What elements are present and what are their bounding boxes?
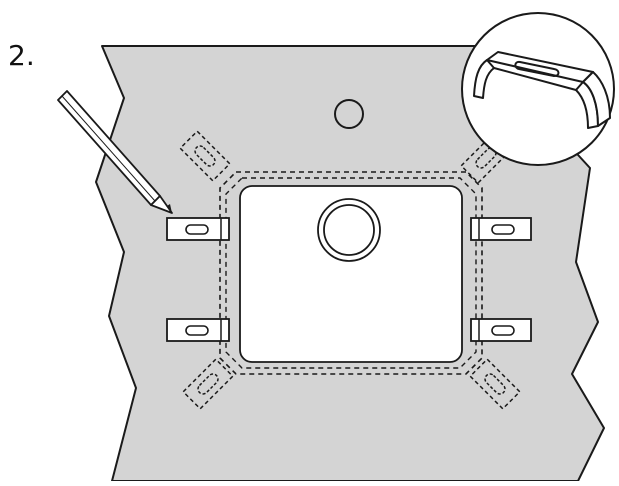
drain-hole-icon [317, 198, 381, 262]
side-clip-top-right [470, 217, 532, 241]
sink-rim-inner-outline [225, 177, 477, 369]
corner-clip-top-left [179, 130, 231, 182]
drain-hole-inner [323, 204, 375, 256]
side-clip-bottom-left [166, 318, 230, 342]
step-number: 2. [8, 39, 35, 72]
pencil-icon [57, 90, 173, 214]
side-clip-bottom-right [470, 318, 532, 342]
sink-basin [239, 185, 463, 363]
faucet-hole-icon [334, 99, 364, 129]
corner-clip-bottom-left [182, 358, 234, 410]
clip-detail-callout [461, 12, 615, 166]
corner-clip-bottom-right [469, 358, 521, 410]
mounting-clip-icon [473, 51, 611, 129]
side-clip-top-left [166, 217, 230, 241]
